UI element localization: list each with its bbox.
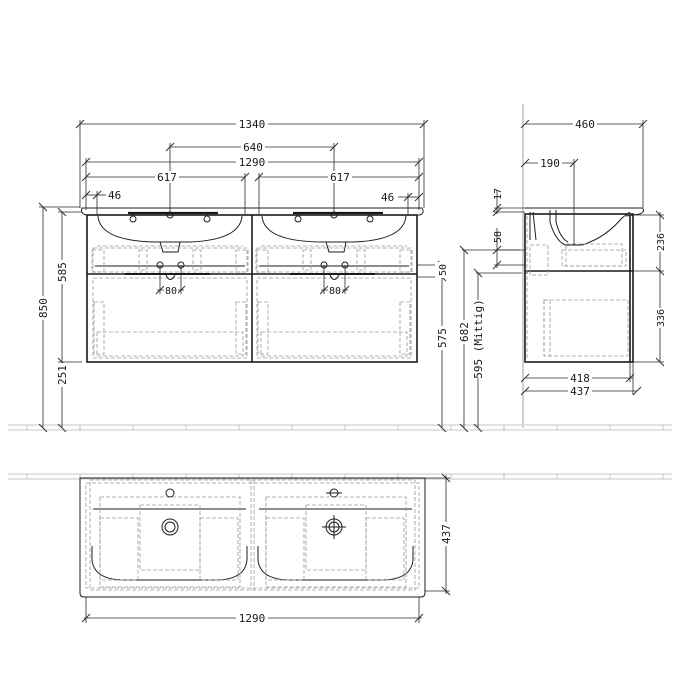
dim-top-edge-height: 682	[458, 322, 471, 342]
side-dimensions: 460 190 17 58 236 336	[492, 118, 667, 398]
dim-tap-distance: 190	[540, 157, 560, 170]
dim-basin-depth: 460	[575, 118, 595, 131]
dim-floor-clearance: 251	[56, 365, 69, 385]
dim-waste-spacing-right: 80	[329, 286, 341, 297]
dim-lower-drawer: 336	[656, 309, 667, 327]
dim-cabinet-width: 1290	[239, 156, 266, 169]
dim-cabinet-depth: 418	[570, 372, 590, 385]
dim-siphon-offset: 50	[438, 264, 449, 276]
dim-left-bowl-width: 617	[157, 171, 177, 184]
dim-top-width: 1290	[239, 612, 266, 625]
dim-top-depth: 437	[440, 524, 453, 544]
dim-upper-drawer: 236	[656, 233, 667, 251]
top-view	[79, 477, 426, 598]
dim-left-offset: 46	[108, 189, 121, 202]
dim-gap: 58	[493, 231, 504, 243]
dim-overall-width: 1340	[239, 118, 266, 131]
front-view	[81, 207, 424, 363]
dim-overall-depth: 437	[570, 385, 590, 398]
front-dimensions: 1340 640 1290 617 617 46	[36, 118, 528, 433]
dim-tap-spacing: 640	[243, 141, 263, 154]
dim-rim-thickness: 17	[493, 188, 504, 200]
side-view	[522, 104, 645, 428]
dim-right-bowl-width: 617	[330, 171, 350, 184]
dim-right-offset: 46	[381, 191, 394, 204]
top-dimensions: 1290 437	[81, 473, 453, 625]
dim-waste-center-height: 595 (Mittig)	[472, 299, 485, 378]
dim-unit-height: 585	[56, 262, 69, 282]
dim-drawer-top-height: 575	[436, 328, 449, 348]
floor-line-upper	[8, 424, 672, 431]
dim-total-height: 850	[37, 298, 50, 318]
dim-waste-spacing-left: 80	[165, 286, 177, 297]
